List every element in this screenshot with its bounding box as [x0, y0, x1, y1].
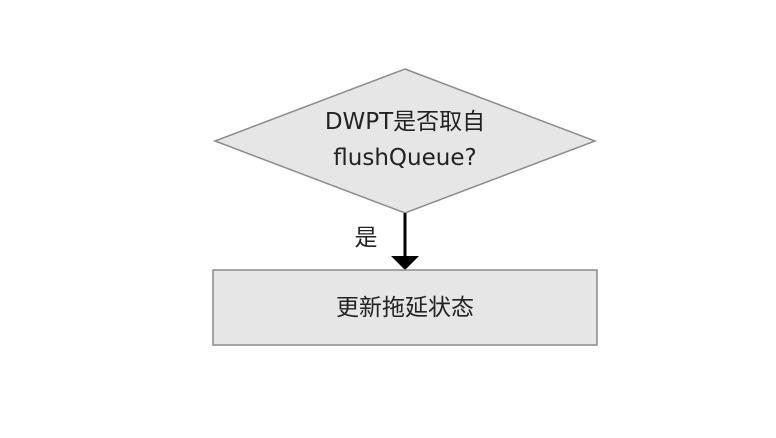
process-text: 更新拖延状态	[336, 295, 474, 321]
decision-text: DWPT是否取自 flushQueue?	[215, 104, 595, 176]
process-box	[212, 269, 598, 346]
arrow-head	[391, 256, 419, 270]
decision-text-line1: DWPT是否取自	[324, 109, 486, 135]
edge-label-yes: 是	[354, 225, 378, 251]
decision-text-line2: flushQueue?	[333, 145, 477, 171]
